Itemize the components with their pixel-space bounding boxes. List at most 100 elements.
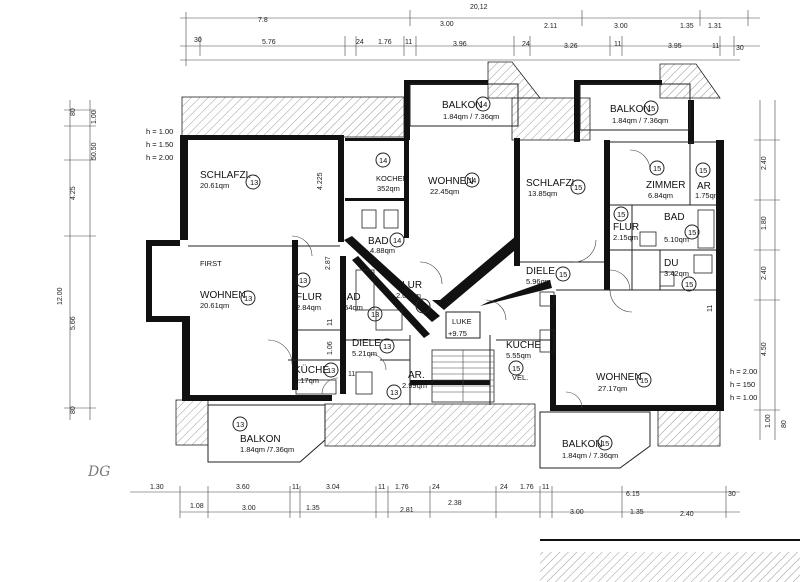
bottom-dimension-lines bbox=[130, 486, 740, 518]
dim-text: 1.35 bbox=[680, 23, 694, 30]
roof-hatching bbox=[175, 61, 721, 447]
room-area: 20.61qm bbox=[200, 301, 229, 310]
room-name: BAD bbox=[664, 212, 685, 223]
dim-text: 80 bbox=[781, 420, 788, 428]
room-name: BALKON bbox=[610, 104, 651, 115]
top-dims-row2: 30 5.76 24 1.76 11 3.96 24 3.26 11 3.95 … bbox=[194, 37, 744, 52]
dim-text: 11 bbox=[712, 43, 719, 50]
room-area: 20.61qm bbox=[200, 181, 229, 190]
dim-text: 1.30 bbox=[150, 484, 164, 491]
height-note: h = 2.00 bbox=[146, 153, 173, 162]
room-area: 1.84qm / 7.36qm bbox=[562, 451, 618, 460]
room-name: WOHNEN bbox=[200, 290, 246, 301]
room-unit: 13 bbox=[371, 310, 379, 319]
room-area: 1.84qm / 7.36qm bbox=[443, 112, 499, 121]
staircase bbox=[431, 311, 495, 403]
dim-text: 30 bbox=[736, 45, 744, 52]
room-area: 3.42qm bbox=[664, 269, 689, 278]
dim-text: 11 bbox=[378, 484, 385, 491]
room-name: BALKON bbox=[562, 439, 603, 450]
dim-text: 3.00 bbox=[570, 509, 584, 516]
dim-text: 30 bbox=[194, 37, 202, 44]
left-dimension-lines: 80 1.00 50.50 4.25 12.00 5.66 80 bbox=[57, 100, 98, 420]
label-first: FIRST bbox=[200, 259, 222, 268]
room-name: BAD bbox=[368, 236, 389, 247]
bottom-dims-row2: 1.08 3.00 1.35 2.81 3.00 1.35 2.40 bbox=[190, 503, 694, 518]
room-unit: 14 bbox=[468, 176, 476, 185]
dim-text: 50.50 bbox=[91, 142, 98, 160]
room-unit: 15 bbox=[688, 228, 696, 237]
room-unit: 15 bbox=[685, 280, 693, 289]
dim-text: 3.60 bbox=[236, 484, 250, 491]
room-unit: 15 bbox=[512, 364, 520, 373]
room-unit: 13 bbox=[390, 388, 398, 397]
dim-text: 24 bbox=[522, 41, 530, 48]
floor-label: DG bbox=[87, 464, 110, 480]
room-area: 5.21qm bbox=[352, 349, 377, 358]
room-area: 5.10qm bbox=[664, 235, 689, 244]
dim-text: 24 bbox=[356, 39, 364, 46]
room-area: 22.45qm bbox=[430, 187, 459, 196]
dim-bottom-total: 2.38 bbox=[448, 500, 462, 507]
top-dimension-lines bbox=[180, 10, 760, 66]
dim-text: 2.87 bbox=[325, 256, 332, 270]
dim-text: 2.40 bbox=[761, 266, 768, 280]
dim-text: 3.00 bbox=[242, 505, 256, 512]
height-note: h = 2.00 bbox=[730, 367, 757, 376]
room-unit: 14 bbox=[419, 302, 427, 311]
dim-text: 1.00 bbox=[765, 414, 772, 428]
room-name: BAD bbox=[340, 292, 361, 303]
dim-text: 80 bbox=[70, 406, 77, 414]
dim-text: 24 bbox=[432, 484, 440, 491]
dim-text: 12.00 bbox=[57, 287, 64, 305]
room-unit: 14 bbox=[393, 236, 401, 245]
height-note: h = 1.00 bbox=[730, 393, 757, 402]
dim-text: 11 bbox=[614, 41, 621, 48]
dim-text: 11 bbox=[292, 484, 299, 491]
room-name: BALKON bbox=[442, 100, 483, 111]
room-unit: 14 bbox=[479, 100, 487, 109]
room-name: AR bbox=[697, 181, 711, 192]
room-unit: 13 bbox=[250, 178, 258, 187]
room-area: 1.84qm /7.36qm bbox=[240, 445, 294, 454]
room-unit: 13 bbox=[383, 342, 391, 351]
room-area: 5.96qm bbox=[526, 277, 551, 286]
top-mark: 20,12 bbox=[470, 4, 488, 11]
room-area: 4.88qm bbox=[370, 246, 395, 255]
dim-text: 3.00 bbox=[614, 23, 628, 30]
dim-text: 11 bbox=[707, 305, 714, 312]
dim-text: 3.26 bbox=[564, 43, 578, 50]
room-area: 2.84qm bbox=[296, 303, 321, 312]
height-notes-left: h = 1.00 h = 1.50 h = 2.00 bbox=[146, 127, 173, 162]
height-note: h = 1.50 bbox=[146, 140, 173, 149]
label-stair-level: +9.75 bbox=[448, 329, 467, 338]
interior-lines bbox=[188, 141, 716, 405]
dim-text: 24 bbox=[500, 484, 508, 491]
label-luke: LUKE bbox=[452, 317, 472, 326]
room-name: FLUR bbox=[613, 222, 639, 233]
dim-text: 5.76 bbox=[262, 39, 276, 46]
room-unit: 15 bbox=[640, 376, 648, 385]
dim-text: 3.04 bbox=[326, 484, 340, 491]
room-unit: 14 bbox=[379, 156, 387, 165]
outer-walls bbox=[146, 80, 724, 411]
room-unit: 13 bbox=[236, 420, 244, 429]
inner-dims: 4.225 2.87 1.06 11 11 11 bbox=[317, 172, 714, 378]
dim-text: 1.76 bbox=[378, 39, 392, 46]
dim-text: 3.00 bbox=[440, 21, 454, 28]
room-area: 2.04qm bbox=[396, 291, 421, 300]
room-name: SCHLAFZI. bbox=[526, 178, 577, 189]
room-labels: SCHLAFZI. 13 20.61qm 14 KOCHEN 352qm WOH… bbox=[200, 96, 720, 460]
room-name: BALKON bbox=[240, 434, 281, 445]
room-name: FLUR bbox=[396, 280, 422, 291]
room-name: WOHNEN bbox=[428, 176, 474, 187]
dim-text: 11 bbox=[348, 371, 355, 378]
room-name: WOHNEN bbox=[596, 372, 642, 383]
room-unit: 15 bbox=[647, 104, 655, 113]
room-unit: 15 bbox=[653, 164, 661, 173]
room-name: KÜCHE bbox=[294, 364, 329, 376]
room-area: 5.17qm bbox=[294, 376, 319, 385]
height-note: h = 150 bbox=[730, 380, 755, 389]
dim-text: 4.25 bbox=[70, 186, 77, 200]
